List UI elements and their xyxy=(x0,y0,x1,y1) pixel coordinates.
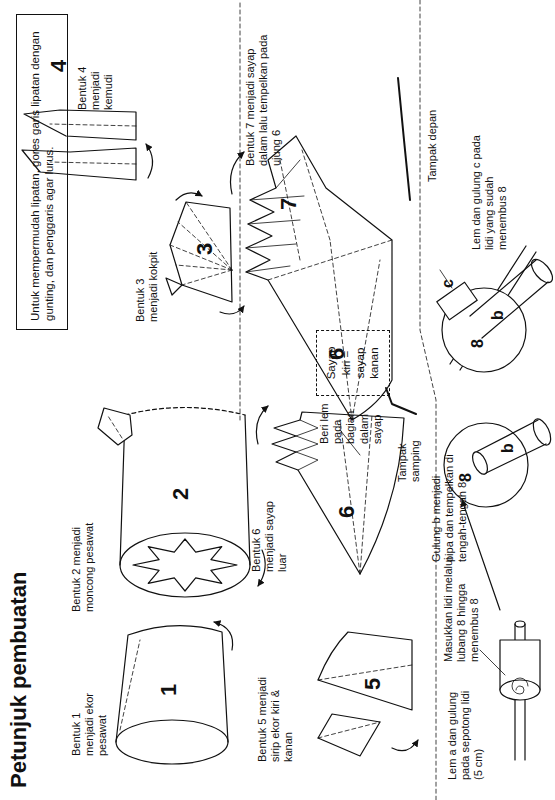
tail-roll-figure-stroke xyxy=(116,720,228,764)
part-letter: 8 xyxy=(470,334,486,348)
tail-fin-figure xyxy=(318,632,418,756)
nose-cylinder-figure-stroke xyxy=(120,415,250,565)
cockpit-figure-stroke xyxy=(176,193,202,200)
tail-fin-figure-stroke xyxy=(318,632,412,710)
step-caption: Bentuk 3 menjadi kokpit xyxy=(134,248,160,322)
side-view-figure xyxy=(386,388,416,414)
step-caption: Bentuk 5 menjadi sirip ekor kiri & kanan xyxy=(256,666,296,762)
tail-roll-figure-stroke xyxy=(116,626,228,742)
step-caption: Bentuk 2 menjadi moncong pesawat xyxy=(70,500,96,612)
section-divider xyxy=(240,0,436,800)
part-letter: c xyxy=(440,274,456,288)
part-number: 1 xyxy=(158,676,180,696)
cockpit-figure-stroke xyxy=(166,278,182,295)
view-caption: Tampak depan xyxy=(426,102,439,182)
step-caption: Gulung b menjadi pipa dan tempelkan di t… xyxy=(430,454,470,562)
nose-cylinder-figure-stroke xyxy=(120,533,250,597)
assembly-figure-stroke xyxy=(528,256,555,286)
tube-b-figure-stroke xyxy=(530,416,555,447)
inner-wing-figure xyxy=(231,136,393,420)
side-view-figure-stroke xyxy=(386,388,416,414)
part-number: 5 xyxy=(362,670,384,690)
nose-cylinder-figure-stroke xyxy=(125,408,245,416)
rudder-figure xyxy=(22,110,153,180)
view-caption: Tampak samping xyxy=(396,426,422,482)
part-number: 4 xyxy=(48,52,70,72)
part-letter: 8 xyxy=(458,468,474,482)
rudder-figure-stroke xyxy=(50,124,136,164)
roll-a-figure-stroke xyxy=(500,680,540,700)
inner-wing-figure-stroke xyxy=(246,136,392,420)
part-letter: b xyxy=(490,306,506,320)
tail-roll-figure-stroke xyxy=(120,640,140,730)
cockpit-figure xyxy=(166,193,244,314)
tail-fin-figure-stroke xyxy=(392,740,418,751)
part-number: 6 xyxy=(336,498,358,518)
outer-wing-figure-stroke xyxy=(256,406,268,444)
tail-roll-figure xyxy=(116,622,233,764)
roll-a-figure-stroke xyxy=(480,650,505,675)
nose-cylinder-figure xyxy=(98,408,265,598)
tube-b-figure-stroke xyxy=(469,450,490,477)
step-caption: Masukkan lidi melalui lubang 8 hingga me… xyxy=(442,550,482,662)
glue-note: Beri lem pada bagian dalam sayap xyxy=(318,396,384,444)
step-caption: Bentuk 4 menjadi kemudi xyxy=(76,40,116,110)
cockpit-figure-stroke xyxy=(170,202,232,285)
cockpit-figure-stroke xyxy=(220,306,244,314)
part-number: 7 xyxy=(278,190,300,210)
inner-wing-figure-stroke xyxy=(231,152,245,194)
nose-cylinder-figure-stroke xyxy=(98,408,132,445)
section-divider-stroke xyxy=(240,0,241,420)
tail-roll-figure-stroke xyxy=(214,622,233,650)
outer-wing-figure-stroke xyxy=(296,420,318,470)
step-caption: Bentuk 6 menjadi sayap luar xyxy=(250,498,290,572)
part-number: 6 xyxy=(326,340,348,360)
roll-a-figure xyxy=(480,621,540,760)
part-number: 2 xyxy=(170,480,192,500)
front-view-figure-stroke xyxy=(398,78,410,200)
inner-wing-figure-stroke xyxy=(268,240,392,420)
inner-wing-figure-stroke xyxy=(246,160,304,272)
tail-fin-figure-stroke xyxy=(318,722,380,738)
part-letter: b xyxy=(500,439,516,453)
assembly-figure xyxy=(437,246,555,372)
front-view-figure xyxy=(398,78,410,200)
page-title: Petunjuk pembuatan xyxy=(6,572,32,788)
step-caption: Bentuk 7 menjadi sayap dalam lalu tempel… xyxy=(244,26,284,166)
step-caption: Bentuk 1 menjadi ekor pesawat xyxy=(70,674,110,756)
rudder-figure-stroke xyxy=(146,144,153,178)
step-caption: Lem a dan gulung pada sepotong lidi (5 c… xyxy=(446,682,486,780)
roll-a-figure-stroke xyxy=(515,621,525,627)
nose-cylinder-figure-stroke xyxy=(108,416,122,438)
assembly-figure-stroke xyxy=(470,260,548,338)
nose-cylinder-figure-stroke xyxy=(133,539,237,591)
equality-note-box: Sayap kiri = sayap kanan xyxy=(316,330,390,396)
roll-a-figure-stroke xyxy=(512,678,528,694)
part-number: 3 xyxy=(194,235,216,255)
tail-fin-figure-stroke xyxy=(318,714,380,756)
step-caption: Lem dan gulung c pada lidi yang sudah me… xyxy=(470,128,510,250)
